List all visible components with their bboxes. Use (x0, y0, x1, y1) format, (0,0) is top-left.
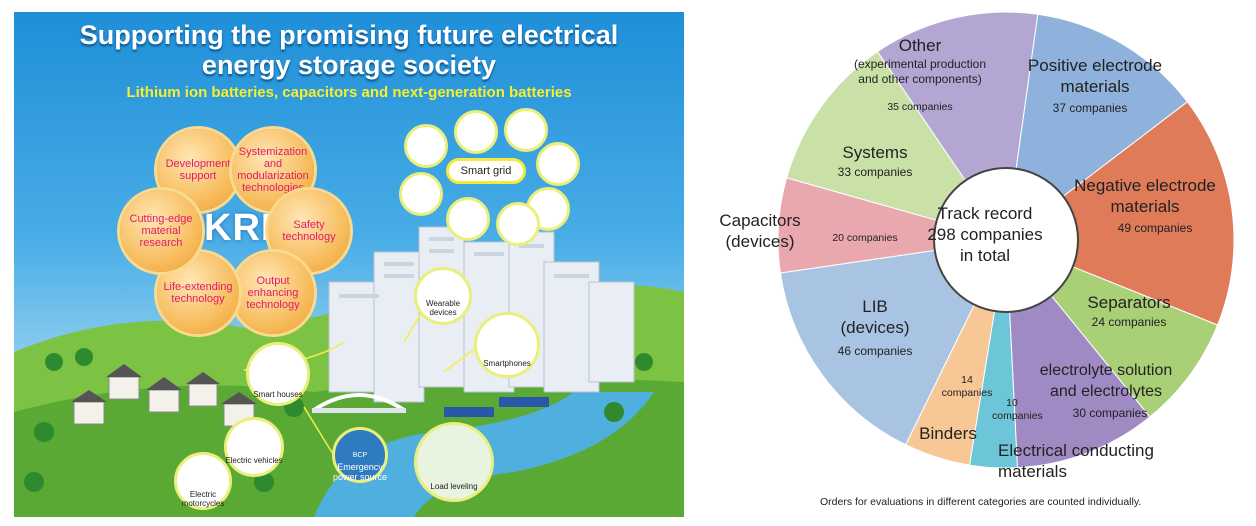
label-binders: Binders (919, 424, 977, 443)
value-negative-electrode: 49 companies (1117, 221, 1193, 235)
label-other-detail-line-1: (experimental production (853, 57, 987, 71)
label-positive-line-2: materials (1060, 77, 1130, 96)
bcp-label: BCP (352, 452, 368, 459)
value-separators: 24 companies (1091, 315, 1167, 329)
kri-illustration-panel: Supporting the promising future electric… (14, 12, 684, 517)
label-negative-line-1: Negative electrode (1074, 176, 1216, 195)
electric-vehicles-circle (224, 417, 284, 477)
label-capacitors-line-1: Capacitors (719, 211, 801, 230)
kri-logo: KRI (204, 207, 273, 249)
load-leveling-circle (414, 422, 494, 502)
grid-car-icon (496, 202, 540, 246)
label-electrolyte: electrolyte solution and electrolytes (1026, 360, 1186, 402)
label-negative-electrode: Negative electrode materials (1055, 175, 1235, 217)
wearable-devices-circle (414, 267, 472, 325)
track-record-pie-chart (777, 11, 1235, 469)
grid-factory-icon (454, 110, 498, 154)
emergency-power-label: Emergency power source (332, 462, 388, 482)
label-lib-line-2: (devices) (840, 318, 910, 337)
value-binders-line-1: 14 (961, 374, 973, 386)
electric-motorcycles-label: Electric motorcycles (181, 490, 225, 508)
label-capacitors: Capacitors (devices) (710, 210, 810, 252)
value-conducting-line-1: 10 (1006, 397, 1018, 409)
smart-houses-label: Smart houses (253, 390, 303, 399)
value-other: 35 companies (887, 101, 953, 113)
center-line-3: in total (959, 246, 1011, 265)
bubble-cutting-edge-material: Cutting-edge material research (120, 190, 202, 272)
subtitle: Lithium ion batteries, capacitors and ne… (126, 84, 572, 101)
pie-slice-6 (779, 239, 1007, 446)
grid-wind-turbine-icon (536, 142, 580, 186)
value-binders-line-2: companies (941, 387, 993, 399)
wearable-devices-label: Wearable devices (425, 299, 461, 317)
label-separators: Separators (1087, 293, 1171, 312)
value-conducting: 10 companies (992, 397, 1043, 423)
label-systems: Systems (842, 143, 908, 162)
label-electrolyte-line-1: electrolyte solution (1039, 362, 1173, 379)
value-lib: 46 companies (837, 344, 913, 358)
pie-center-circle (933, 167, 1079, 313)
label-conducting-line-2: materials (998, 462, 1067, 481)
smartphones-circle (474, 312, 540, 378)
pie-slice-1 (1004, 101, 1235, 326)
title-line-1: Supporting the promising future electric… (79, 20, 619, 50)
grid-plant-icon (504, 108, 548, 152)
smart-houses-circle (246, 342, 310, 406)
label-conducting-line-1: Electrical conducting (998, 441, 1154, 460)
value-capacitors: 20 companies (832, 232, 898, 244)
footnote: Orders for evaluations in different cate… (820, 496, 1142, 508)
label-positive-electrode: Positive electrode materials (1000, 55, 1190, 97)
value-positive-electrode: 37 companies (1052, 101, 1128, 115)
center-line-2: 298 companies (927, 225, 1043, 244)
value-systems: 33 companies (837, 165, 913, 179)
label-capacitors-line-2: (devices) (725, 232, 795, 251)
emergency-power-circle (332, 427, 388, 483)
label-other-detail: (experimental production and other compo… (820, 57, 1020, 87)
title-line-2: energy storage society (201, 50, 497, 80)
load-leveling-label: Load leveling (430, 482, 478, 491)
label-other: Other (898, 36, 942, 55)
pie-center-label: Track record 298 companies in total (920, 203, 1050, 266)
label-conducting: Electrical conducting materials (998, 440, 1188, 482)
bubble-life-extending: Life-extending technology (157, 252, 239, 334)
value-binders: 14 companies (937, 374, 997, 400)
grid-building-icon (404, 124, 448, 168)
bubble-output-enhancing: Output enhancing technology (232, 252, 314, 334)
grid-tower-icon (399, 172, 443, 216)
smart-grid-label: Smart grid (446, 158, 526, 184)
label-other-detail-line-2: and other components) (858, 72, 982, 86)
label-lib-line-1: LIB (862, 297, 888, 316)
label-electrolyte-line-2: and electrolytes (1049, 383, 1163, 400)
label-negative-line-2: materials (1110, 197, 1180, 216)
track-record-pie-panel: Track record 298 companies in total Posi… (700, 0, 1256, 526)
center-line-1: Track record (937, 204, 1033, 223)
electric-motorcycles-circle (174, 452, 232, 510)
smartphones-label: Smartphones (483, 359, 531, 368)
grid-house-icon (446, 197, 490, 241)
value-electrolyte: 30 companies (1072, 406, 1148, 420)
value-conducting-line-2: companies (992, 410, 1043, 422)
electric-vehicles-label: Electric vehicles (225, 456, 283, 465)
label-lib: LIB (devices) (820, 296, 930, 338)
label-positive-line-1: Positive electrode (1027, 56, 1163, 75)
